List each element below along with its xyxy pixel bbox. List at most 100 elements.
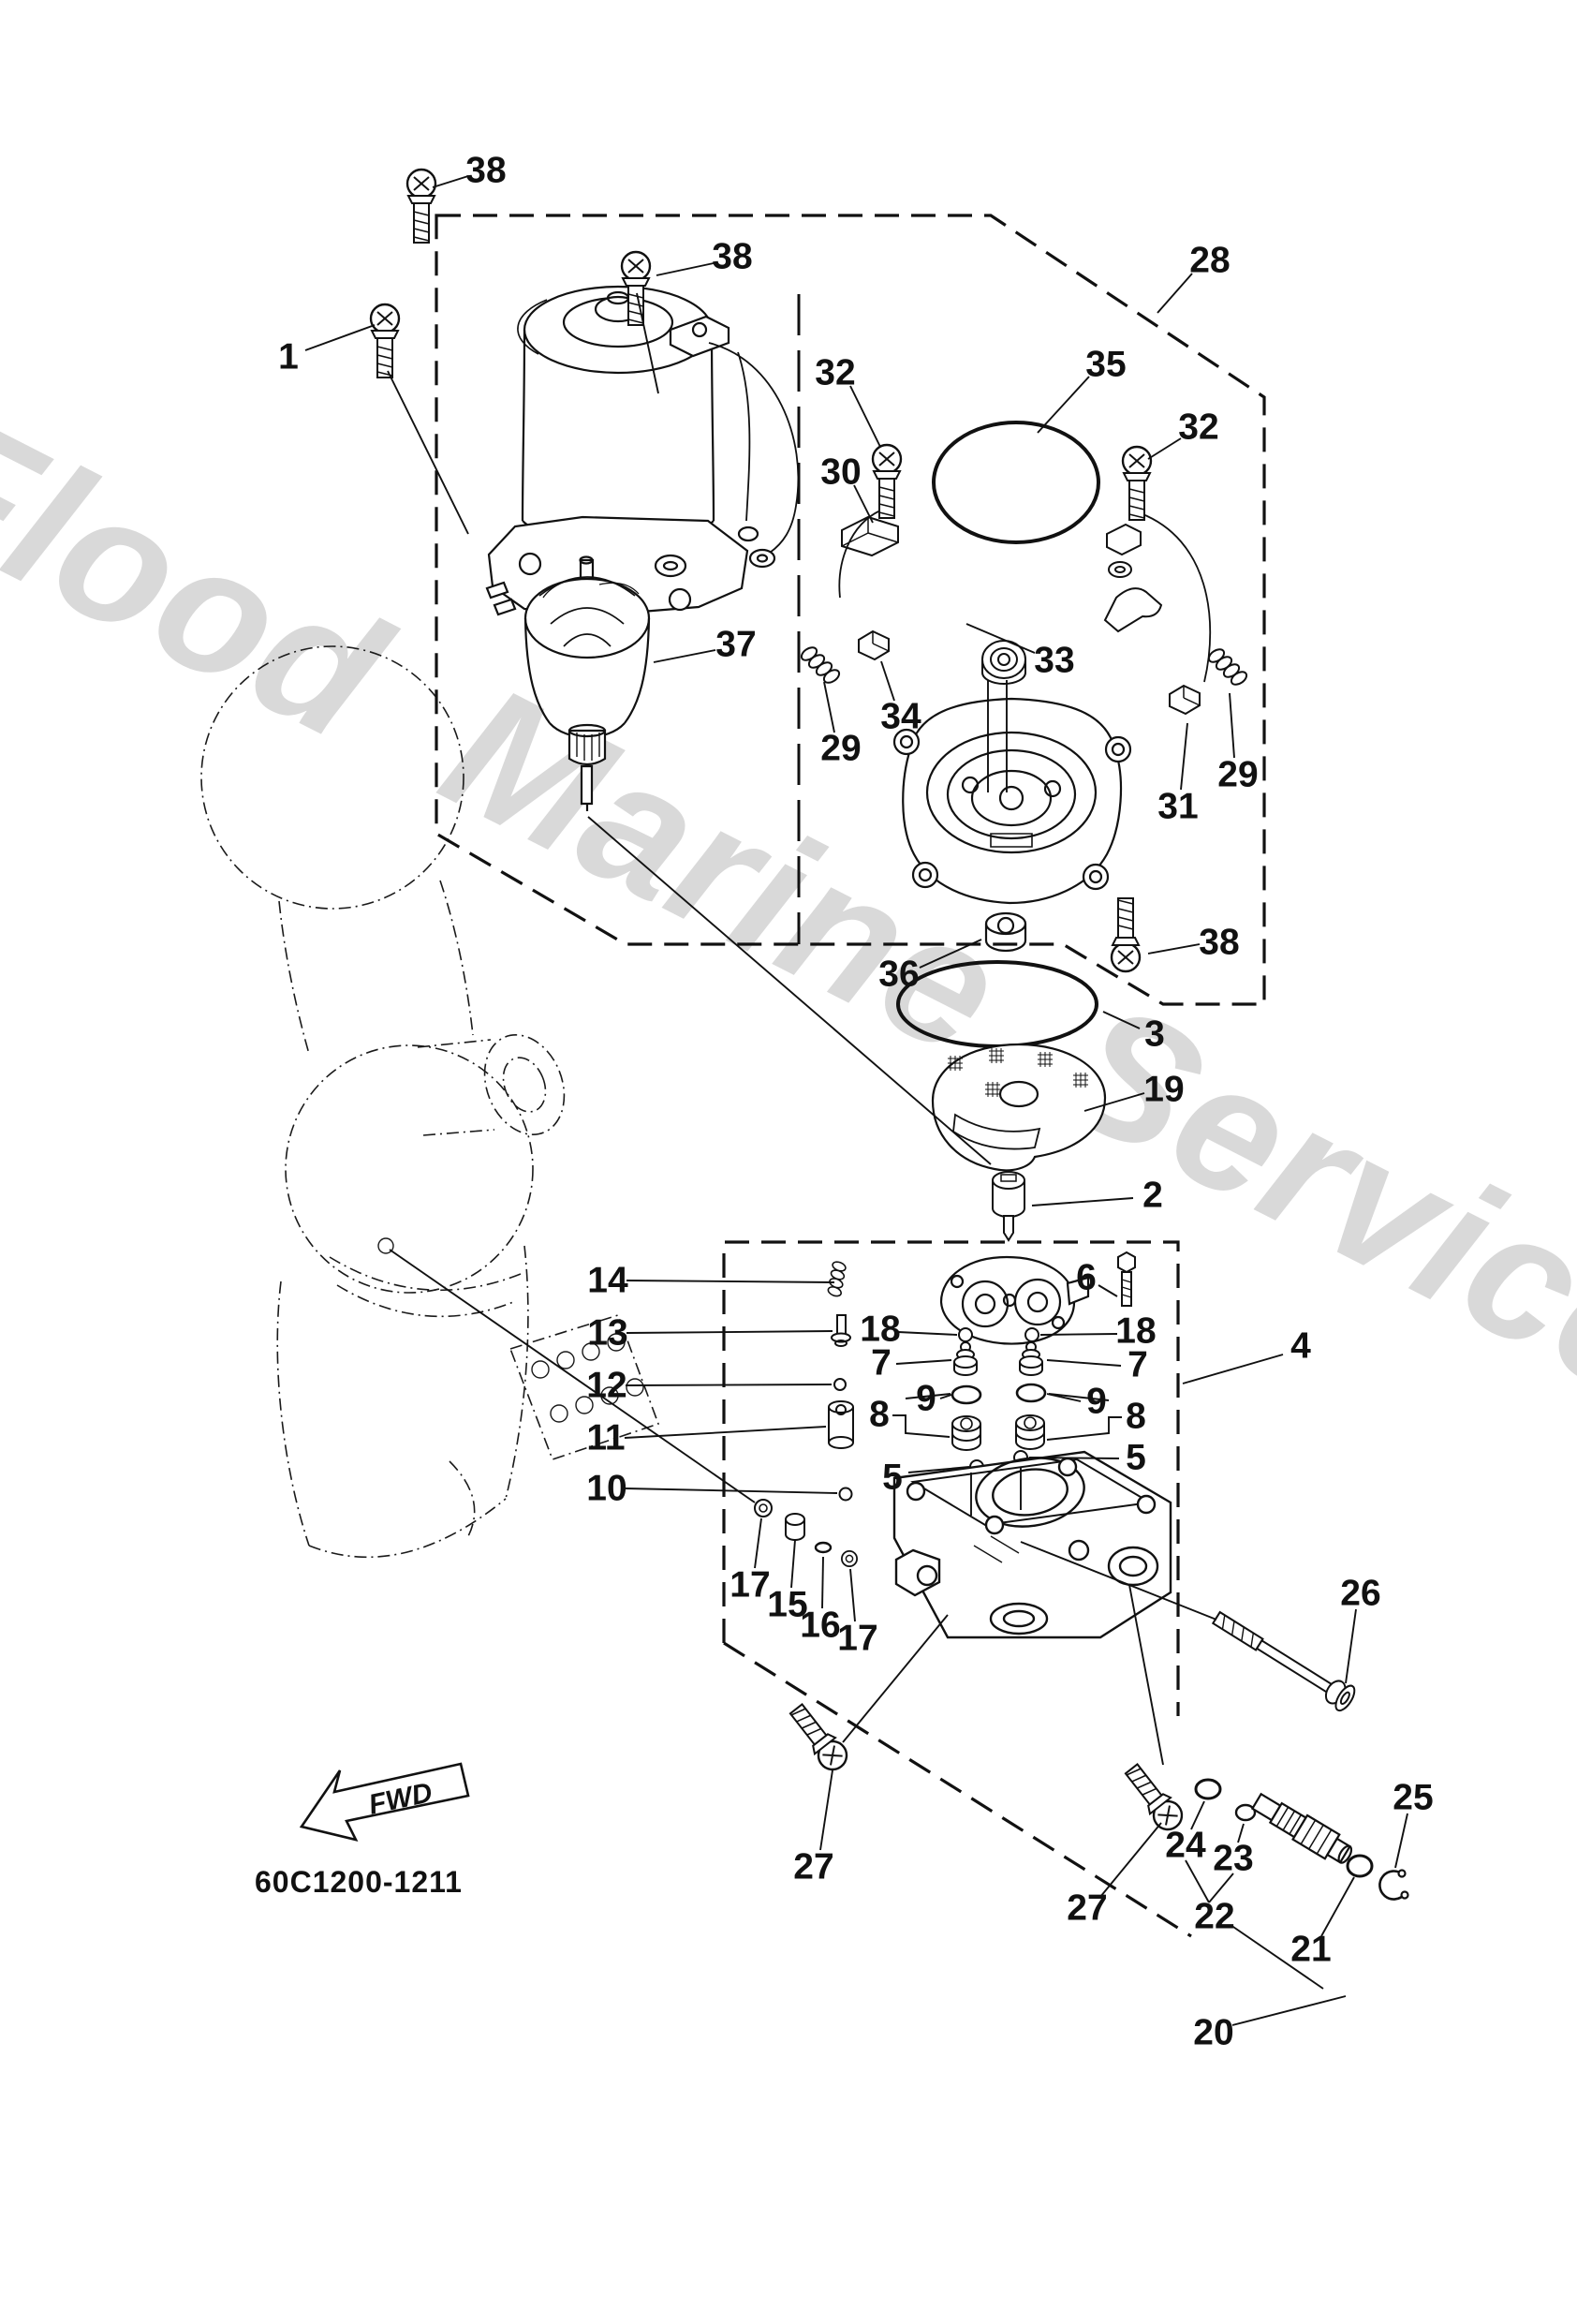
ball-12	[833, 1378, 847, 1391]
part-callout-5: 5	[1126, 1438, 1146, 1478]
fasteners	[369, 168, 1356, 1837]
leader-line-31	[1180, 722, 1188, 791]
screw-27	[784, 1698, 854, 1777]
leader-line-38	[656, 262, 715, 276]
part-callout-38: 38	[1199, 923, 1239, 963]
part-callout-32: 32	[1178, 407, 1218, 448]
part-callout-29: 29	[1217, 755, 1258, 795]
lever-33	[1103, 587, 1163, 633]
pump-body	[892, 1450, 1172, 1639]
bushing-11	[828, 1400, 854, 1449]
o-ring-9	[1015, 1383, 1047, 1403]
part-callout-8: 8	[869, 1395, 890, 1435]
leader-line-17	[754, 1517, 762, 1569]
part-callout-8: 8	[1126, 1397, 1146, 1437]
grommet-36	[984, 911, 1027, 953]
part-callout-7: 7	[871, 1343, 892, 1384]
part-callout-6: 6	[1076, 1258, 1097, 1298]
assembly-line-5	[1128, 1584, 1164, 1766]
leader-line-32	[849, 385, 881, 448]
leader-line-25	[1394, 1813, 1408, 1869]
o-ring-16	[814, 1541, 833, 1554]
leader-line-5	[907, 1466, 970, 1473]
part-callout-37: 37	[715, 625, 756, 665]
leader-line-34	[880, 660, 895, 702]
leader-line-33	[965, 623, 1036, 654]
part-callout-13: 13	[587, 1313, 627, 1354]
leader-line-30	[853, 484, 874, 524]
part-callout-24: 24	[1165, 1826, 1206, 1866]
brush-spring-29	[1205, 645, 1250, 688]
part-callout-9: 9	[1086, 1382, 1107, 1422]
part-callout-21: 21	[1290, 1930, 1331, 1970]
brush-holder-30	[841, 515, 899, 557]
armature	[523, 555, 651, 811]
leader-line-35	[1037, 376, 1090, 434]
assembly-line-6	[905, 1393, 951, 1399]
leader-line-8	[892, 1414, 951, 1438]
leader-line-19	[1083, 1092, 1145, 1112]
leader-line-32	[1147, 437, 1182, 460]
bushing-8	[951, 1415, 981, 1451]
leader-line-28	[1157, 273, 1193, 314]
grommet-17	[841, 1550, 858, 1567]
ball-18	[958, 1327, 973, 1342]
part-callout-14: 14	[587, 1261, 628, 1301]
leader-line-38	[1147, 943, 1201, 955]
leader-line-23	[1237, 1823, 1245, 1843]
part-callout-17: 17	[730, 1565, 770, 1606]
leader-line-14	[626, 1280, 835, 1283]
pin-13	[831, 1314, 851, 1347]
leader-line-22	[1230, 1924, 1324, 1990]
part-callout-10: 10	[586, 1469, 626, 1509]
leader-line-21	[1320, 1876, 1355, 1937]
leader-line-38	[432, 175, 469, 188]
assembly-line-12	[636, 292, 659, 394]
part-callout-17: 17	[837, 1619, 877, 1659]
assembly-line-9	[1208, 1873, 1234, 1903]
part-callout-18: 18	[1115, 1311, 1156, 1352]
manual-valve-group	[1194, 1778, 1409, 1901]
seal-row	[754, 1499, 858, 1567]
assembly-boundary-28	[435, 214, 1266, 1006]
o-ring-21	[1346, 1854, 1374, 1878]
snap-ring-25	[1378, 1869, 1409, 1901]
spring-14	[813, 1254, 861, 1303]
valve-20	[1250, 1792, 1353, 1864]
assembly-boundary-4	[722, 1240, 1192, 1938]
part-callout-35: 35	[1085, 345, 1126, 385]
leader-line-24	[1190, 1800, 1205, 1830]
part-callout-15: 15	[767, 1585, 807, 1625]
leader-line-3	[1102, 1011, 1141, 1029]
leader-line-20	[1231, 1995, 1347, 2026]
drawing-number: 60C1200-1211	[255, 1865, 463, 1899]
leader-line-12	[625, 1384, 833, 1386]
part-callout-29: 29	[820, 729, 861, 769]
part-callout-28: 28	[1189, 241, 1230, 281]
leader-line-1	[304, 324, 376, 351]
part-callout-27: 27	[1067, 1888, 1107, 1929]
brush-31	[1169, 685, 1201, 715]
part-callout-36: 36	[878, 955, 919, 995]
ball-18	[1024, 1327, 1039, 1342]
fwd-arrow: FWD	[299, 1762, 470, 1842]
bolt-26	[1211, 1610, 1356, 1712]
part-callout-19: 19	[1143, 1070, 1184, 1110]
screw-38	[1110, 896, 1142, 973]
grommet-17	[754, 1499, 773, 1517]
brush-end-parts	[798, 510, 1250, 715]
part-callout-3: 3	[1144, 1014, 1165, 1055]
electric-motor	[485, 285, 800, 616]
assembly-line-2	[587, 816, 992, 1165]
part-callout-9: 9	[916, 1379, 936, 1419]
leader-line-26	[1345, 1608, 1357, 1684]
part-callout-2: 2	[1142, 1176, 1163, 1216]
o-ring-9	[951, 1384, 982, 1405]
drive-joint-2	[992, 1171, 1025, 1242]
o-ring-23	[1234, 1803, 1257, 1822]
gear-pump-plate	[939, 1255, 1090, 1345]
part-callout-33: 33	[1034, 641, 1074, 681]
part-callout-32: 32	[815, 353, 855, 393]
